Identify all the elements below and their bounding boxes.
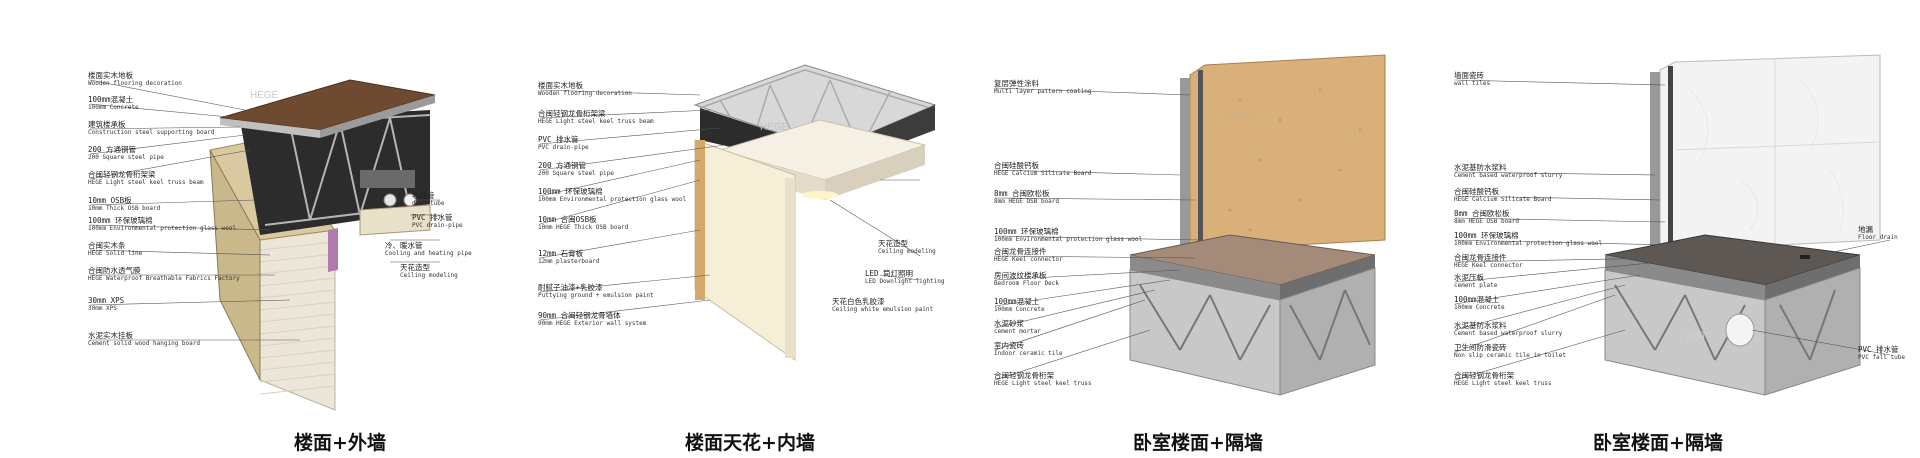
caption-floor-exterior-wall: 楼面+外墙 — [294, 432, 386, 454]
caption-ceiling-interior-wall: 楼面天花+内墙 — [685, 432, 815, 454]
floor-exterior-wall-illustration: HEGE — [89, 79, 440, 411]
ceiling-interior-wall-illustration: HEGE — [539, 64, 937, 361]
watermark-text-4: 合闽 — [1685, 330, 1705, 343]
caption-bedroom-floor-partition-b: 卧室楼面+隔墙 — [1593, 432, 1723, 454]
caption-bedroom-floor-partition-a: 卧室楼面+隔墙 — [1133, 432, 1263, 454]
bedroom-floor-partition-illustration-a: HEGE — [994, 54, 1386, 396]
watermark-text: HEGE — [250, 90, 279, 101]
watermark-text-3: HEGE — [1225, 111, 1256, 123]
bedroom-floor-partition-illustration-b: 合闽 — [1454, 54, 1891, 396]
watermark-text-2: HEGE — [760, 122, 789, 133]
